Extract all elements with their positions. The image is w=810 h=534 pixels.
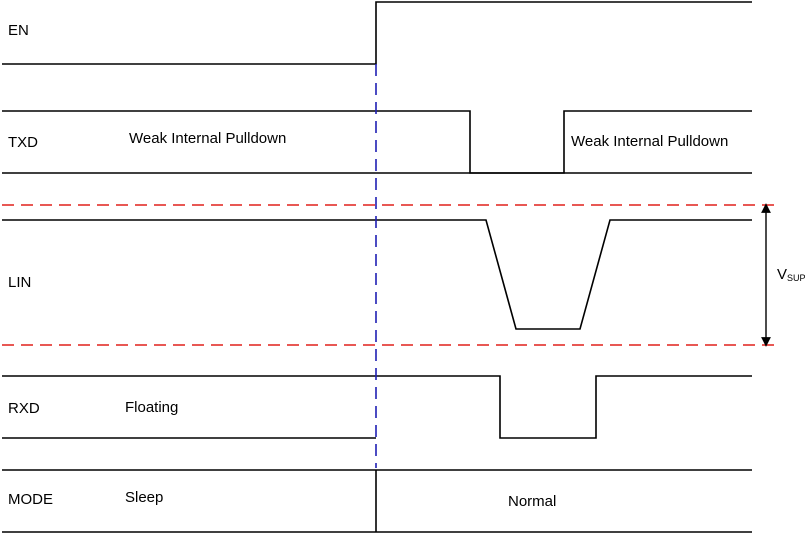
mode-sleep-state: Sleep	[125, 489, 164, 506]
vsup-label-subscript: SUP	[787, 273, 806, 283]
txd-pulldown-note-after: Weak Internal Pulldown	[571, 133, 729, 150]
txd-pulldown-note-before: Weak Internal Pulldown	[129, 130, 287, 147]
mode-signal-label: MODE	[8, 491, 53, 508]
en-signal-label: EN	[8, 22, 29, 39]
lin-waveform	[2, 219, 752, 330]
txd-signal-label: TXD	[8, 134, 38, 151]
rxd-floating-note: Floating	[125, 399, 179, 416]
en-waveform	[2, 1, 752, 65]
vsup-label: VSUP	[777, 266, 806, 287]
vsup-label-main: V	[777, 266, 788, 283]
rxd-signal-label: RXD	[8, 400, 40, 417]
mode-normal-state: Normal	[508, 493, 557, 510]
rxd-high-trace	[376, 375, 752, 439]
lin-signal-label: LIN	[8, 274, 32, 291]
